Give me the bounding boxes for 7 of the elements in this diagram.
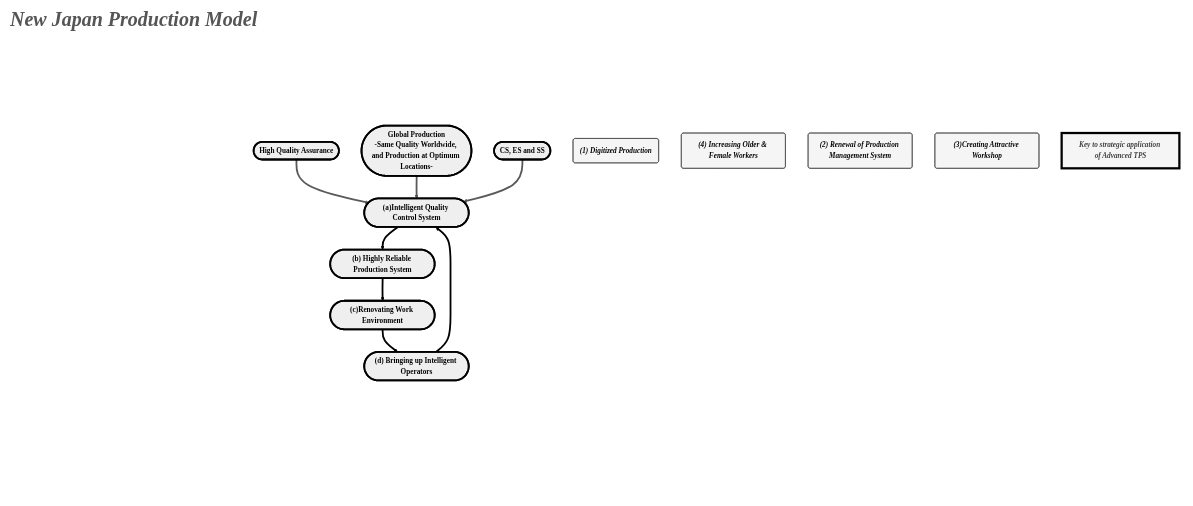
arrow bbox=[414, 175, 419, 199]
arrow bbox=[380, 277, 385, 302]
arrow bbox=[381, 328, 398, 353]
arrow bbox=[295, 158, 369, 204]
arrow bbox=[463, 158, 524, 203]
diagram-center-label: New Japan Production Model bbox=[10, 8, 258, 31]
arrow bbox=[380, 226, 399, 250]
